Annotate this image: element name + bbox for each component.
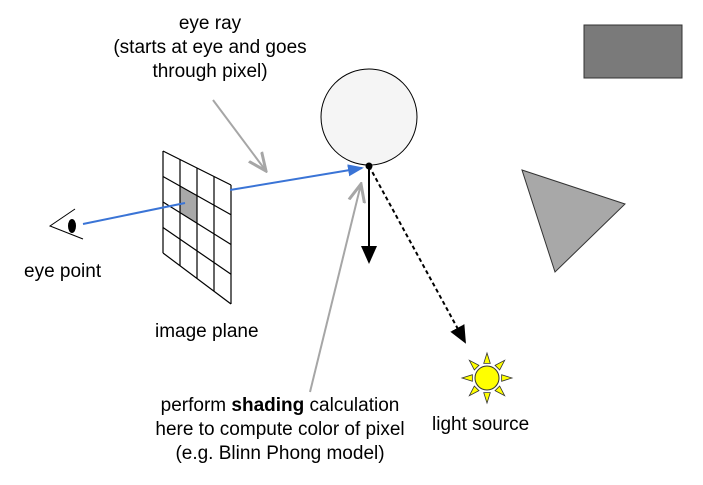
eye-point-label: eye point: [24, 261, 102, 282]
shading-bold: shading: [231, 395, 305, 416]
sun-ray: [494, 385, 506, 397]
shading-post: calculation: [304, 395, 400, 416]
grid-hline: [162, 201, 232, 246]
grid-hline: [162, 227, 232, 275]
image-plane-label: image plane: [155, 321, 259, 342]
shading-label-line2: here to compute color of pixel: [155, 419, 405, 440]
eye-ray-label-line1: eye ray: [178, 13, 242, 34]
sun-ray: [468, 385, 480, 397]
triangle-object: [521, 169, 626, 273]
shading-pre: perform: [160, 395, 232, 416]
sun-ray: [483, 351, 491, 364]
light-source-label: light source: [432, 414, 530, 435]
pixel-cell: [180, 186, 197, 224]
sun-ray: [460, 374, 473, 382]
eye-ray-label: eye ray (starts at eye and goes through …: [40, 12, 380, 84]
eye-ray-label-line2: (starts at eye and goes: [113, 37, 307, 58]
eye-ray-segment-2: [229, 164, 364, 191]
shading-label-line1: perform shading calculation: [100, 394, 460, 418]
shadow-ray-dashed-arrow: [368, 165, 466, 344]
eye-ray-pointer-arrow: [212, 99, 266, 171]
sun-ray: [494, 359, 506, 371]
eye-ray-label-line3: through pixel): [152, 61, 268, 82]
sun-ray: [483, 392, 491, 405]
sun-icon: [460, 351, 514, 405]
grid-hline: [162, 252, 232, 305]
hit-point: [365, 162, 373, 170]
shading-label-line3: (e.g. Blinn Phong model): [175, 443, 385, 464]
image-plane-grid: [162, 150, 232, 305]
shading-label: perform shading calculation here to comp…: [100, 394, 460, 466]
sun-ray: [468, 359, 480, 371]
sun-disc: [474, 365, 500, 391]
gray-box-object: [583, 24, 683, 79]
eye-ray-segment-1: [82, 202, 186, 225]
sun-ray: [501, 374, 514, 382]
shading-pointer-arrow: [309, 184, 361, 393]
eye-icon: [48, 208, 84, 240]
